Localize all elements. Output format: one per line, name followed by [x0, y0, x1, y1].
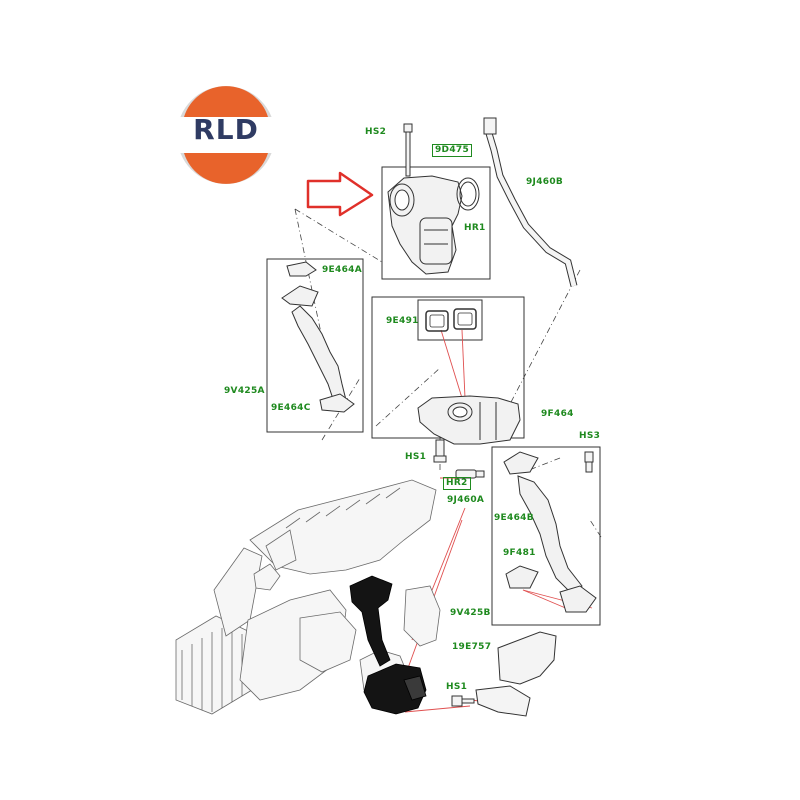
- gaskets-9e491: [425, 308, 477, 332]
- label-hs3: HS3: [579, 431, 601, 441]
- label-9f481: 9F481: [503, 548, 536, 558]
- heat-shield-19e757: [475, 631, 557, 717]
- highlighted-egr-parts: [349, 575, 427, 715]
- rld-logo: [176, 86, 276, 184]
- label-hs1-bottom: HS1: [446, 682, 468, 692]
- label-9v425b: 9V425B: [450, 608, 491, 618]
- label-hs1-top: HS1: [405, 452, 427, 462]
- hs3-bolt: [584, 451, 594, 473]
- hose-9j460b: [483, 117, 578, 287]
- egr-cooler-9f464: [417, 395, 521, 445]
- pipe-9v425b: [503, 451, 597, 613]
- engine-assembly: [175, 479, 441, 715]
- label-19e757: 19E757: [452, 642, 492, 652]
- label-9j460a: 9J460A: [447, 495, 485, 505]
- label-9e464b: 9E464B: [494, 513, 534, 523]
- label-9f464: 9F464: [541, 409, 574, 419]
- hs2-bolt: [403, 123, 413, 177]
- rld-logo-text: RLD: [193, 113, 259, 146]
- label-9e491: 9E491: [386, 316, 419, 326]
- sensor-hr2: [455, 469, 485, 479]
- label-hr2: HR2: [443, 477, 471, 490]
- box-9d475: [381, 166, 491, 280]
- hs1-bolt-top: [433, 439, 447, 463]
- egr-valve-9d475: [387, 175, 480, 275]
- box-9v425a: [266, 258, 364, 433]
- label-hr1: HR1: [464, 223, 486, 233]
- label-9e464c: 9E464C: [271, 403, 311, 413]
- highlight-arrow-icon: [306, 171, 374, 217]
- label-9j460b: 9J460B: [526, 177, 564, 187]
- label-9e464a: 9E464A: [322, 265, 362, 275]
- hs1-bolt-bottom: [451, 695, 475, 707]
- label-hs2: HS2: [365, 127, 387, 137]
- box-9e491: [417, 299, 483, 341]
- label-9v425a: 9V425A: [224, 386, 265, 396]
- pipe-9v425a: [281, 261, 355, 413]
- label-9d475: 9D475: [432, 144, 473, 157]
